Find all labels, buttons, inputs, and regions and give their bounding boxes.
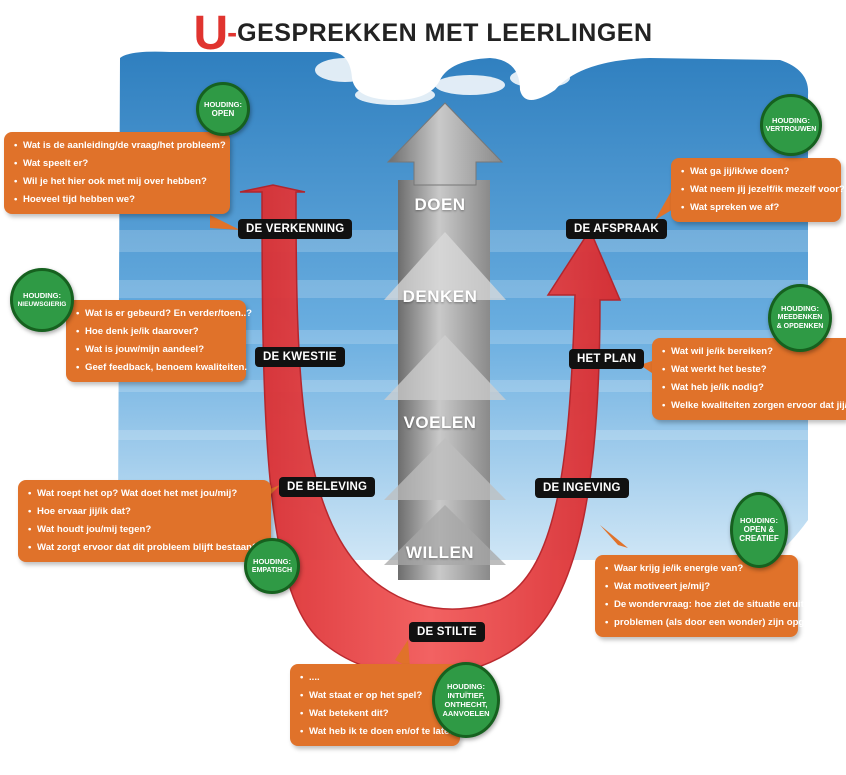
houding-nieuwsgierig-badge: HOUDING: NIEUWSGIERIG — [10, 268, 74, 332]
houding-intuitief-badge: HOUDING: INTUÏTIEF, ONTHECHT, AANVOELEN — [432, 662, 500, 738]
question-item: Wat staat er op het spel? — [300, 690, 450, 702]
bubble-stilte: .... Wat staat er op het spel? Wat betek… — [290, 664, 461, 746]
question-item: Wat neem jij jezelf/ik mezelf voor? — [681, 184, 845, 196]
houding-value: OPEN — [211, 108, 235, 118]
question-item: Wat is er gebeurd? En verder/toen..? — [76, 308, 252, 320]
question-item: Wat heb ik te doen en/of te laten? — [300, 726, 461, 738]
question-item: Wat is jouw/mijn aandeel? — [76, 344, 236, 356]
houding-open-badge: HOUDING: OPEN — [196, 82, 250, 136]
houding-label: HOUDING: — [740, 516, 778, 525]
question-item: Wat zorgt ervoor dat dit probleem blijft… — [28, 542, 261, 554]
question-item: Wat is de aanleiding/de vraag/het proble… — [14, 140, 226, 152]
question-item: Wat ga jij/ik/we doen? — [681, 166, 831, 178]
question-item: Wat betekent dit? — [300, 708, 450, 720]
page-title: U-GESPREKKEN MET LEERLINGEN — [0, 6, 846, 61]
houding-label: HOUDING: — [447, 681, 485, 691]
question-item: Hoeveel tijd hebben we? — [14, 194, 220, 206]
stair-willen: WILLEN — [405, 543, 475, 562]
title-letter: U — [193, 7, 229, 60]
houding-label: HOUDING: — [204, 99, 242, 109]
cloud-decoration — [315, 58, 570, 105]
stair-doen: DOEN — [414, 195, 466, 214]
stage-beleving: DE BELEVING — [279, 477, 376, 497]
question-item: .... — [300, 672, 450, 684]
bubble-ingeving: Waar krijg je/ik energie van? Wat motive… — [595, 555, 838, 637]
question-item: Wat heb je/ik nodig? — [662, 382, 836, 394]
stage-stilte: DE STILTE — [409, 622, 485, 642]
question-item: problemen (als door een wonder) zijn opg… — [605, 617, 833, 629]
question-item: De wondervraag: hoe ziet de situatie eru… — [605, 599, 838, 611]
bubble-kwestie: Wat is er gebeurd? En verder/toen..? Hoe… — [66, 300, 252, 382]
houding-value: EMPATISCH — [251, 566, 293, 574]
question-item: Hoe denk je/ik daarover? — [76, 326, 236, 338]
u-arrow — [239, 184, 622, 677]
houding-meedenken-badge: HOUDING: MEEDENKEN & OPDENKEN — [768, 284, 832, 352]
houding-creatief-badge: HOUDING: OPEN & CREATIEF — [730, 492, 788, 568]
question-item: Geef feedback, benoem kwaliteiten. — [76, 362, 247, 374]
stage-kwestie: DE KWESTIE — [255, 347, 345, 367]
question-item: Wat motiveert je/mij? — [605, 581, 788, 593]
houding-label: HOUDING: — [772, 115, 810, 125]
houding-value: MEEDENKEN & OPDENKEN — [776, 314, 824, 330]
question-item: Wat werkt het beste? — [662, 364, 836, 376]
question-item: Wat speelt er? — [14, 158, 220, 170]
stair-denken: DENKEN — [402, 287, 478, 306]
central-arrow-stack — [384, 102, 506, 580]
question-item: Waar krijg je/ik energie van? — [605, 563, 788, 575]
houding-empatisch-badge: HOUDING: EMPATISCH — [244, 538, 300, 594]
stair-voelen: VOELEN — [403, 413, 477, 432]
bubble-verkenning: Wat is de aanleiding/de vraag/het proble… — [4, 132, 230, 214]
houding-label: HOUDING: — [253, 556, 291, 566]
title-text: GESPREKKEN MET LEERLINGEN — [237, 19, 653, 47]
houding-value: NIEUWSGIERIG — [17, 300, 67, 308]
houding-vertrouwen-badge: HOUDING: VERTROUWEN — [760, 94, 822, 156]
question-item: Hoe ervaar jij/ik dat? — [28, 506, 261, 518]
bubble-plan: Wat wil je/ik bereiken? Wat werkt het be… — [652, 338, 846, 420]
houding-value: OPEN & CREATIEF — [739, 525, 779, 543]
question-item: Wat houdt jou/mij tegen? — [28, 524, 261, 536]
question-item: Wat wil je/ik bereiken? — [662, 346, 836, 358]
stage-plan: HET PLAN — [569, 349, 645, 369]
question-item: Wat roept het op? Wat doet het met jou/m… — [28, 488, 261, 500]
houding-value: INTUÏTIEF, ONTHECHT, AANVOELEN — [442, 690, 490, 718]
title-dash: - — [227, 16, 238, 50]
houding-label: HOUDING: — [23, 290, 61, 300]
stage-afspraak: DE AFSPRAAK — [566, 219, 667, 239]
stage-verkenning: DE VERKENNING — [238, 219, 353, 239]
bubble-afspraak: Wat ga jij/ik/we doen? Wat neem jij jeze… — [671, 158, 845, 222]
question-item: Wat spreken we af? — [681, 202, 831, 214]
houding-value: VERTROUWEN — [765, 125, 817, 133]
stage-ingeving: DE INGEVING — [535, 478, 629, 498]
houding-label: HOUDING: — [781, 304, 819, 313]
bubble-beleving: Wat roept het op? Wat doet het met jou/m… — [18, 480, 271, 562]
question-item: Welke kwaliteiten zorgen ervoor dat jij/… — [662, 400, 846, 412]
question-item: Wil je het hier ook met mij over hebben? — [14, 176, 220, 188]
